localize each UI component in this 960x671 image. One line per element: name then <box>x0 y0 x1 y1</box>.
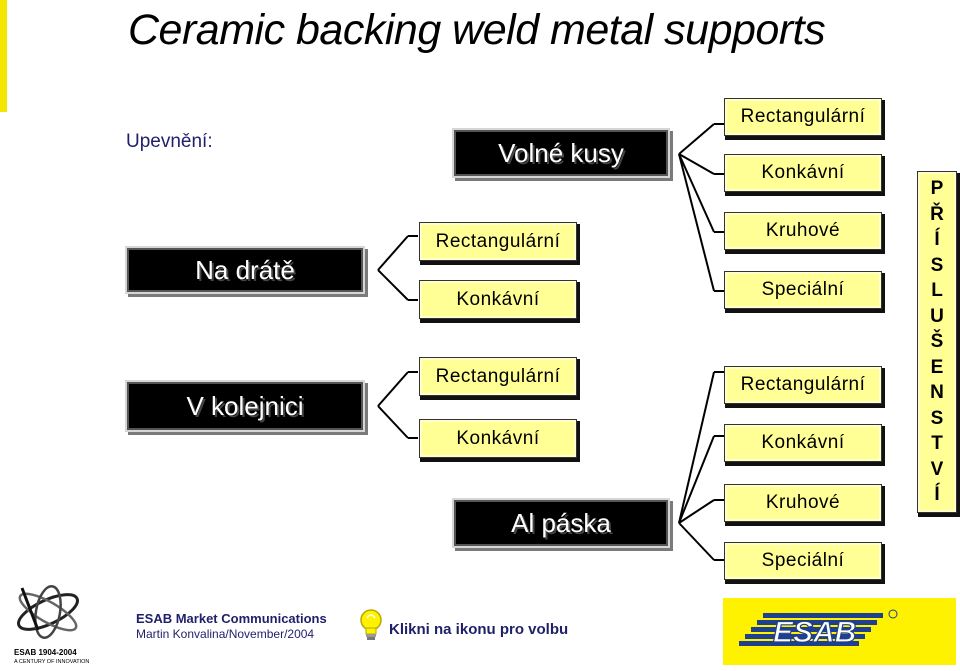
accessories-letter: N <box>930 382 944 404</box>
esab-logo-text: ESAB <box>773 616 856 649</box>
page-title: Ceramic backing weld metal supports <box>128 6 826 54</box>
connector-na-drate-top <box>377 235 409 271</box>
esab-logo-icon: ESAB <box>739 609 898 650</box>
mid-item-konkavni-1[interactable]: Konkávní <box>420 281 576 318</box>
right-item-label: Speciální <box>761 550 845 571</box>
accessories-letter: S <box>930 254 944 276</box>
category-na-drate[interactable]: Na drátě <box>125 246 365 294</box>
footer-author: Martin Konvalina/November/2004 <box>136 627 315 641</box>
category-volne-kusy-label: Volné kusy <box>498 137 624 168</box>
connector-volne-4 <box>678 153 715 292</box>
accessories-letter: Í <box>934 484 940 506</box>
right-item-konkavni-2[interactable]: Konkávní <box>725 425 881 461</box>
mid-item-label: Rectangulární <box>435 230 561 252</box>
mid-item-konkavni-2[interactable]: Konkávní <box>420 420 576 457</box>
category-v-kolejnici-label: V kolejnici <box>186 390 304 421</box>
centennial-logo-title: ESAB 1904-2004 <box>14 648 77 657</box>
category-na-drate-label: Na drátě <box>195 254 295 285</box>
accessories-letter: Ř <box>930 203 944 225</box>
accessories-box[interactable]: P Ř Í S L U Š E N S T V Í <box>918 172 956 512</box>
esab-logo: ESAB <box>723 598 956 665</box>
lightbulb-icon[interactable] <box>358 608 384 642</box>
connector-al-2 <box>678 435 715 524</box>
connector-v-kolejnici-bottom <box>377 405 409 439</box>
accessories-letter: V <box>930 458 944 480</box>
mid-item-label: Konkávní <box>456 427 540 449</box>
accessories-letter: P <box>930 178 944 200</box>
category-al-paska-label: Al páska <box>511 507 611 538</box>
mid-item-label: Rectangulární <box>435 365 561 387</box>
accessories-letter: S <box>930 407 944 429</box>
connector-al-4 <box>678 522 715 561</box>
right-item-label: Konkávní <box>761 432 845 453</box>
klikni-hint: Klikni na ikonu pro volbu <box>389 621 569 638</box>
right-item-kruhove-2[interactable]: Kruhové <box>725 485 881 521</box>
right-item-label: Kruhové <box>765 220 841 241</box>
right-item-specialni-2[interactable]: Speciální <box>725 543 881 579</box>
accent-bar <box>0 0 7 112</box>
right-item-label: Speciální <box>761 279 845 300</box>
connector-al-1 <box>678 371 715 524</box>
mid-item-rectangular-1[interactable]: Rectangulární <box>420 223 576 260</box>
connector-volne-1 <box>678 123 715 155</box>
connector-na-drate-bottom <box>377 269 409 301</box>
connector-v-kolejnici-top <box>377 371 409 407</box>
right-item-specialni-1[interactable]: Speciální <box>725 272 881 308</box>
mid-item-rectangular-2[interactable]: Rectangulární <box>420 358 576 395</box>
right-item-konkavni-1[interactable]: Konkávní <box>725 155 881 191</box>
accessories-letter: Š <box>930 331 944 353</box>
accessories-letter: E <box>930 356 944 378</box>
accessories-letter: U <box>930 305 944 327</box>
connector-al-3 <box>678 499 715 524</box>
right-item-rectangular-2[interactable]: Rectangulární <box>725 367 881 403</box>
category-v-kolejnici[interactable]: V kolejnici <box>125 380 365 432</box>
right-item-rectangular-1[interactable]: Rectangulární <box>725 99 881 135</box>
mid-item-label: Konkávní <box>456 288 540 310</box>
right-item-label: Kruhové <box>765 492 841 513</box>
right-item-label: Rectangulární <box>740 374 866 395</box>
right-item-label: Konkávní <box>761 162 845 183</box>
accessories-letter: T <box>931 433 943 455</box>
accessories-letter: L <box>931 280 943 302</box>
connector-volne-2 <box>678 153 715 175</box>
right-item-label: Rectangulární <box>740 106 866 127</box>
right-item-kruhove-1[interactable]: Kruhové <box>725 213 881 249</box>
connector-volne-3 <box>678 153 715 233</box>
label-upevneni: Upevnění: <box>126 131 213 152</box>
centennial-logo-subtitle: A CENTURY OF INNOVATION <box>14 659 90 665</box>
category-al-paska[interactable]: Al páska <box>452 498 670 548</box>
footer-company: ESAB Market Communications <box>136 611 327 626</box>
accessories-letter: Í <box>934 229 940 251</box>
category-volne-kusy[interactable]: Volné kusy <box>452 128 670 178</box>
centennial-logo-icon <box>17 585 79 639</box>
